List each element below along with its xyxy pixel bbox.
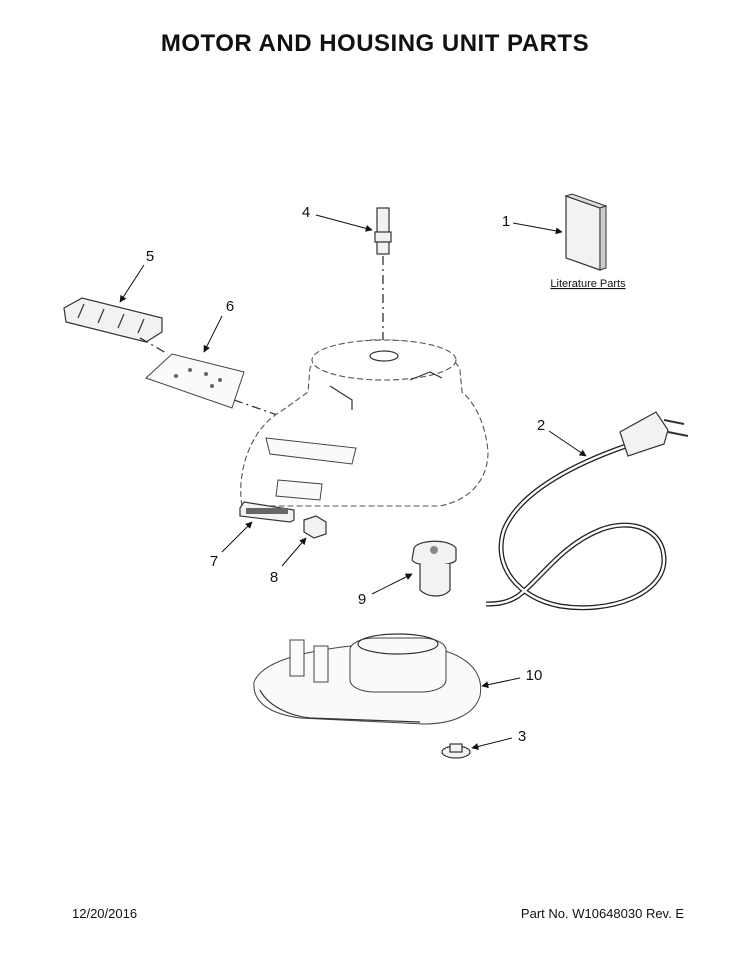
- part-8-switch-actuator[interactable]: [303, 515, 327, 539]
- part-9-motor-coupler[interactable]: [411, 540, 457, 597]
- part-6-circuit-board[interactable]: [145, 353, 245, 409]
- part-1-literature-booklet[interactable]: [564, 193, 608, 271]
- part-5-control-panel[interactable]: [63, 297, 163, 343]
- part-10-base-plate[interactable]: [253, 633, 482, 725]
- callout-4: 4: [302, 204, 310, 221]
- callout-2: 2: [537, 417, 545, 434]
- callout-leaders: [119, 214, 587, 750]
- alignment-line-panel: [139, 337, 169, 355]
- literature-parts-label: Literature Parts: [550, 278, 626, 290]
- part-4-drive-shaft[interactable]: [374, 207, 392, 255]
- footer-part-number: Part No. W10648030 Rev. E: [520, 906, 684, 921]
- part-3-rubber-foot[interactable]: [441, 743, 471, 759]
- motor-housing[interactable]: [240, 339, 489, 507]
- callout-10: 10: [526, 667, 543, 684]
- callout-8: 8: [270, 569, 278, 586]
- callout-9: 9: [358, 591, 366, 608]
- callout-7: 7: [210, 553, 218, 570]
- callout-5: 5: [146, 248, 154, 265]
- callout-3: 3: [518, 728, 526, 745]
- callout-6: 6: [226, 298, 234, 315]
- page-title: MOTOR AND HOUSING UNIT PARTS: [160, 30, 590, 57]
- part-2-power-cord[interactable]: [485, 411, 689, 611]
- part-7-nameplate-badge[interactable]: [239, 501, 295, 523]
- callout-1: 1: [502, 213, 510, 230]
- footer-date: 12/20/2016: [72, 906, 138, 921]
